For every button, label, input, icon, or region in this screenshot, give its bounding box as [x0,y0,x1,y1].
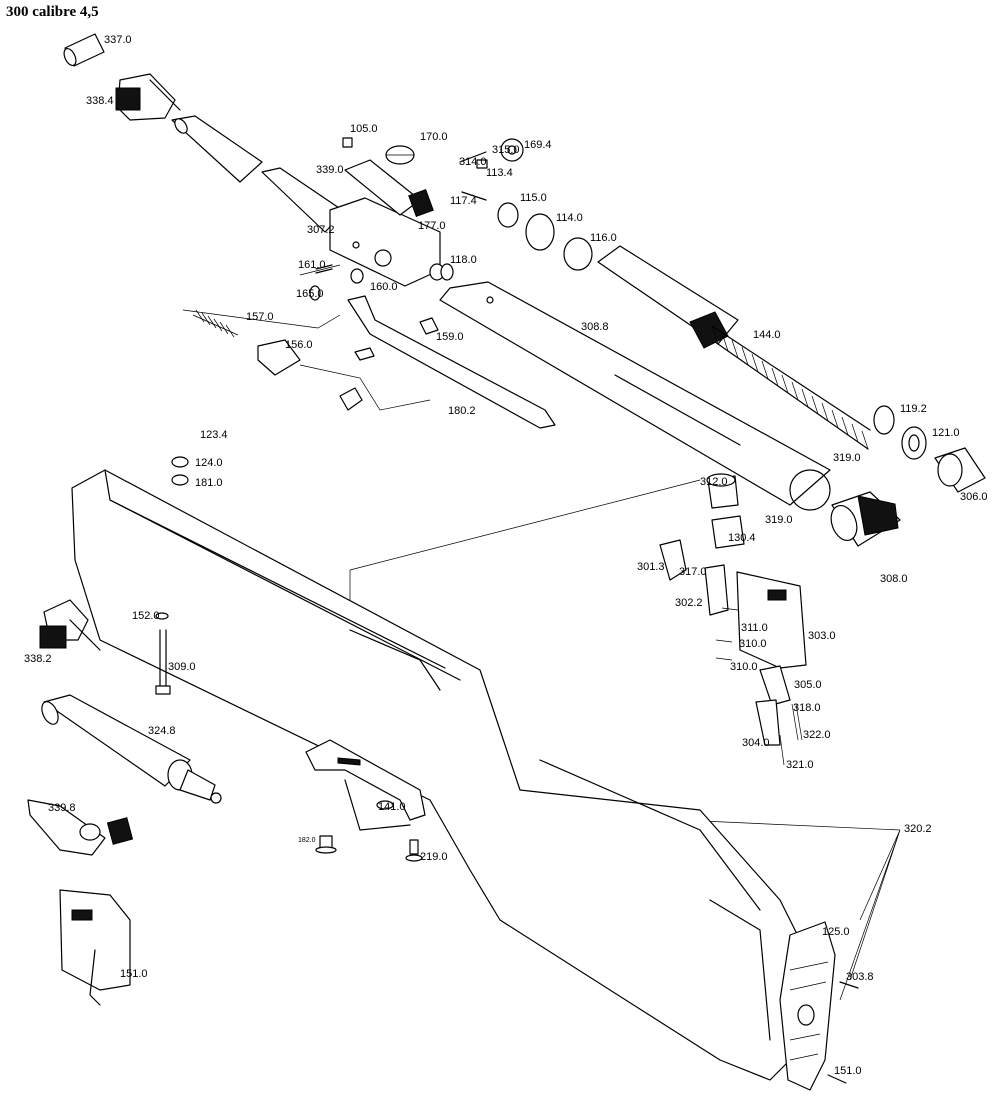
cylinder-part [597,245,739,349]
moderator-part [41,694,222,804]
part-label: 124.0 [195,457,223,469]
part-label: 304.0 [742,737,770,749]
part-label: 310.0 [730,661,758,673]
part-labels: 337.0 338.4 105.0 170.0 315.0 169.4 314.0113.4… [24,34,988,1077]
end-cap-part [830,491,901,547]
part-label: 314.0 [459,156,487,168]
piston-washers-part [440,213,593,281]
part-label: 115.0 [520,192,547,204]
butt-pad-part [779,921,836,1091]
cocking-lever-part [347,295,556,429]
part-label: 324.8 [148,725,176,737]
part-label: 141.0 [378,801,406,813]
part-label: 125.0 [822,926,850,938]
trigger-unit-part [59,889,131,1006]
part-label: 130.4 [728,532,756,544]
part-label: 160.0 [370,281,398,293]
part-label: 308.8 [581,321,609,333]
part-label: 219.0 [420,851,448,863]
receiver-tube-part [439,281,831,511]
part-label: 121.0 [932,427,960,439]
part-label: 339.0 [316,164,344,176]
part-label: 310.0 [739,638,767,650]
part-label: 338.2 [24,653,52,665]
part-label: 306.0 [960,491,988,503]
part-label: 311.0 [741,622,768,634]
part-label: 151.0 [120,968,148,980]
part-label: 319.0 [765,514,793,526]
part-label: 144.0 [753,329,781,341]
part-label: 301.3 [637,561,665,573]
part-label: 337.0 [104,34,132,46]
small-screws-part [309,137,524,301]
part-label: 322.0 [803,729,831,741]
part-label: 159.0 [436,331,464,343]
part-label: 157.0 [246,311,274,323]
part-label: 113.4 [486,167,513,179]
part-label: 339.8 [48,802,76,814]
part-label: 303.8 [846,971,874,983]
part-label: 181.0 [195,477,223,489]
part-label: 177.0 [418,220,446,232]
part-label: 318.0 [793,702,821,714]
part-label: 119.2 [900,403,927,415]
part-label: 303.0 [808,630,836,642]
trigger-mechanism-part [659,473,807,766]
part-label: 321.0 [786,759,814,771]
spring-guide-part [873,405,986,493]
part-label: 307.2 [307,224,335,236]
part-label: 156.0 [285,339,313,351]
breech-block-part [329,197,445,287]
adjustable-rear-sight-part [27,799,134,856]
part-label: 123.4 [200,429,228,441]
part-label: 305.0 [794,679,822,691]
part-label: 105.0 [350,123,378,135]
rear-sight-part [344,145,434,218]
part-label: 338.4 [86,95,114,107]
mainspring-part [711,325,871,450]
muzzle-cap-part [63,33,105,67]
part-label: 309.0 [168,661,196,673]
part-label: 302.2 [675,597,703,609]
page-title: 300 calibre 4,5 [6,4,99,20]
guard-screws-part [315,835,423,862]
part-label: 118.0 [450,254,477,266]
part-label: 308.0 [880,573,908,585]
part-label: 152.0 [132,610,160,622]
part-label: 170.0 [420,131,448,143]
trigger-internals-left-part [192,309,439,411]
part-label: 165.0 [296,288,324,300]
alternate-front-sight-part [39,599,101,651]
part-label: 182.0 [298,837,316,844]
part-label: 180.2 [448,405,476,417]
part-label: 317.0 [679,566,707,578]
butt-screws-part [827,981,859,1084]
front-sight-part [115,73,181,121]
trigger-guard-part [305,739,426,831]
leader-lines [182,264,901,1001]
stock-screw-part [155,456,189,695]
part-label: 315.0 [492,144,520,156]
part-label: 117.4 [450,195,477,207]
part-label: 319.0 [833,452,861,464]
part-label: 151.0 [834,1065,862,1077]
part-label: 114.0 [556,212,583,224]
part-label: 320.2 [904,823,932,835]
part-label: 116.0 [590,232,617,244]
part-label: 312.0 [700,476,728,488]
part-label: 169.4 [524,139,552,151]
part-label: 161.0 [298,259,326,271]
